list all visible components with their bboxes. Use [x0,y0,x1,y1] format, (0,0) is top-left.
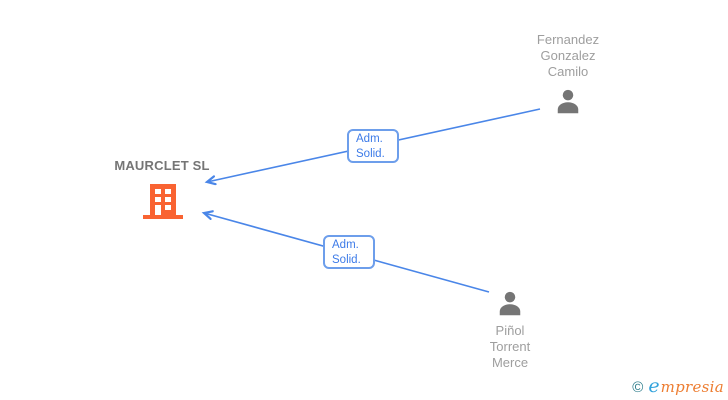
person-name-line: Camilo [547,64,589,79]
person-name-line: Piñol [495,323,525,338]
person-name-line: Torrent [489,339,531,354]
edge-label-line: Solid. [332,253,361,266]
company-building-icon[interactable] [143,183,183,221]
edge-label-adm-solid-2: Adm. Solid. [323,235,375,269]
edge-label-line: Solid. [356,147,385,160]
brand-text: mpresia [660,378,724,396]
empresia-logo[interactable]: © e mpresia [632,375,724,397]
edge-label-line: Adm. [356,133,383,145]
edge-label-adm-solid-1: Adm. Solid. [347,129,399,163]
person-name-pinol[interactable]: Piñol Torrent Merce [442,323,578,371]
copyright-icon: © [632,379,644,396]
person-icon[interactable] [553,87,583,117]
brand-letter-e: e [648,375,660,397]
edge-label-line: Adm. [332,239,359,251]
company-name-label[interactable]: MAURCLET SL [114,158,210,173]
person-name-line: Merce [491,355,529,370]
person-name-line: Gonzalez [540,48,596,63]
person-name-line: Fernandez [536,32,600,47]
person-icon[interactable] [495,289,525,319]
person-name-fernandez[interactable]: Fernandez Gonzalez Camilo [500,32,636,80]
